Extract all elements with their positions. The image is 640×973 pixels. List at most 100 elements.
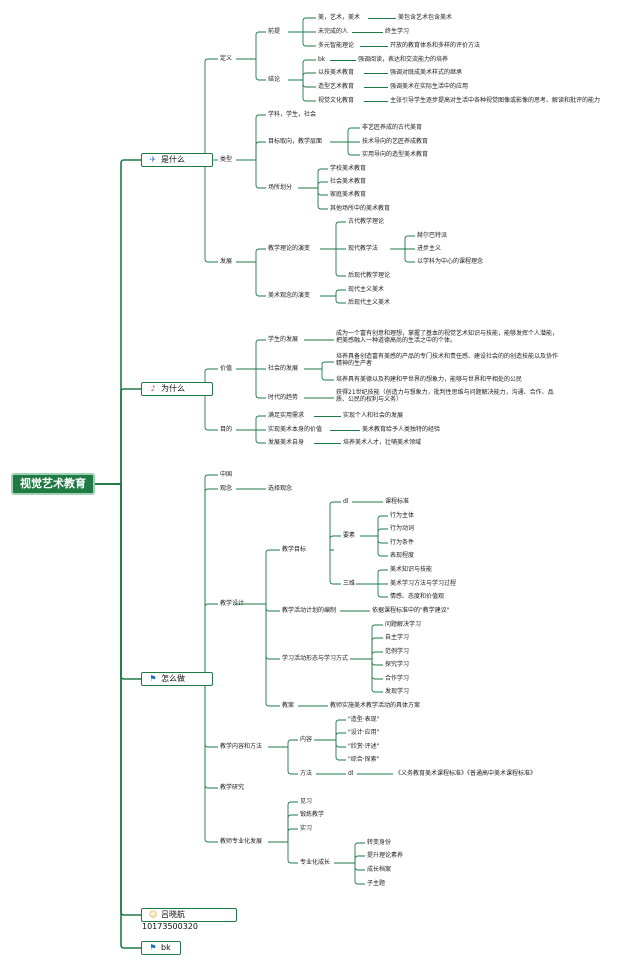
node-type[interactable]: 类型 xyxy=(220,156,233,163)
node-content-item[interactable]: "综合·探索" xyxy=(348,756,380,763)
node-modern-item[interactable]: 赫尔巴特派 xyxy=(417,232,448,239)
node-premise-item[interactable]: 多元智能理论 xyxy=(318,42,355,49)
node-develop[interactable]: 发展 xyxy=(220,258,233,265)
branch-author[interactable]: ☺吕晓航 10173500320 xyxy=(141,908,237,931)
node-curriculum[interactable]: 课程标准 xyxy=(385,498,410,505)
node-content-item[interactable]: "设计·应用" xyxy=(348,729,380,736)
node-element-item[interactable]: 行为主体 xyxy=(390,512,415,519)
node-form-item[interactable]: 自主学习 xyxy=(385,634,410,641)
node-premise-item[interactable]: 未完成的人 xyxy=(318,28,349,35)
node-value[interactable]: 价值 xyxy=(220,365,233,372)
node-conclusion-value[interactable]: 主张引导学生逐步提高对生活中各种视觉图像或影像的思考、解读和批评的能力 xyxy=(390,97,601,104)
node-type-place[interactable]: 场所划分 xyxy=(268,184,293,191)
node-method-text[interactable]: 《义务教育美术课程标准》《普通高中美术课程标准》 xyxy=(395,770,537,777)
node-form-item[interactable]: 探究学习 xyxy=(385,661,410,668)
node-conclusion-value[interactable]: 强调美术在实际生活中的应用 xyxy=(390,83,469,90)
node-growth-item[interactable]: 转变身份 xyxy=(367,839,392,846)
node-society[interactable]: 社会的发展 xyxy=(268,365,299,372)
node-student-text[interactable]: 成为一个富有创意和理想，掌握了基本的视觉艺术知识与技能，能够发挥个人潜能，把美感… xyxy=(336,330,559,344)
node-three-item[interactable]: 美术知识与技能 xyxy=(390,566,433,573)
node-conclusion-item[interactable]: 视觉文化教育 xyxy=(318,97,355,104)
node-place-item[interactable]: 学校美术教育 xyxy=(330,165,367,172)
node-three-item[interactable]: 美术学习方法与学习过程 xyxy=(390,580,457,587)
node-purpose[interactable]: 目的 xyxy=(220,426,233,433)
node-type-goal[interactable]: 目标取向，教学层面 xyxy=(268,138,323,145)
node-society-text[interactable]: 培养具有美德以及构建和平世界的想象力，能够与世界和平相处的公民 xyxy=(336,376,523,383)
node-premise-item[interactable]: 美，艺术，美术 xyxy=(318,14,361,21)
node-element-item[interactable]: 表现程度 xyxy=(390,552,415,559)
node-trend-text[interactable]: 获得21世纪技能（创造力与想象力，批判性思维与问题解决能力，沟通、合作、品质、公… xyxy=(336,389,554,403)
node-purpose-value[interactable]: 培养美术人才，壮哺美术领域 xyxy=(343,439,422,446)
node-society-text[interactable]: 培养具备创造富有美感的产品的专门技术和责任感、建设社会的的创造技能以及协作精神的… xyxy=(336,353,559,367)
node-conclusion-item[interactable]: 造型艺术教育 xyxy=(318,83,355,90)
node-elements[interactable]: 要素 xyxy=(343,532,356,539)
node-concept-evo[interactable]: 美术观念的演变 xyxy=(268,292,311,299)
branch-why[interactable]: ♪为什么 xyxy=(141,382,213,396)
node-purpose-item[interactable]: 满足实用需求 xyxy=(268,412,305,419)
node-ancient[interactable]: 古代教学理论 xyxy=(348,218,385,225)
node-goal-item[interactable]: 非艺匠养成的古代美育 xyxy=(362,124,423,131)
node-premise-value[interactable]: 终生学习 xyxy=(385,28,410,35)
node-place-item[interactable]: 社会美术教育 xyxy=(330,178,367,185)
node-student[interactable]: 学生的发展 xyxy=(268,336,299,343)
node-lesson-text[interactable]: 教师实施美术教学活动的具体方案 xyxy=(330,702,421,709)
node-method[interactable]: 方法 xyxy=(300,770,313,777)
node-element-item[interactable]: 行为条件 xyxy=(390,539,415,546)
branch-bk[interactable]: ⚑bk xyxy=(141,941,181,955)
node-premise[interactable]: 前提 xyxy=(268,28,281,35)
node-three-item[interactable]: 情感、态度和价值观 xyxy=(390,593,445,600)
node-plan[interactable]: 教学活动计划的编制 xyxy=(282,607,337,614)
node-method-dl[interactable]: dl xyxy=(348,770,354,777)
node-content-item[interactable]: "欣赏·评述" xyxy=(348,743,380,750)
node-goal-item[interactable]: 实用导向的造型美术教育 xyxy=(362,151,429,158)
node-place-item[interactable]: 其他场所中的美术教育 xyxy=(330,205,391,212)
node-pro-growth[interactable]: 专业化成长 xyxy=(300,859,331,866)
node-form-item[interactable]: 合作学习 xyxy=(385,675,410,682)
root-node[interactable]: 视觉艺术教育 xyxy=(11,473,95,495)
node-forms[interactable]: 学习活动形态与学习方式 xyxy=(282,655,349,662)
node-form-item[interactable]: 范例学习 xyxy=(385,648,410,655)
node-type-subject[interactable]: 学科，学生，社会 xyxy=(268,111,317,118)
node-china[interactable]: 中国 xyxy=(220,471,233,478)
node-content-method[interactable]: 教学内容和方法 xyxy=(220,743,263,750)
node-conclusion-item[interactable]: 以技美术教育 xyxy=(318,69,355,76)
node-conclusion[interactable]: 结论 xyxy=(268,76,281,83)
node-research[interactable]: 教学研究 xyxy=(220,784,245,791)
node-place-item[interactable]: 家庭美术教育 xyxy=(330,191,367,198)
node-purpose-value[interactable]: 美术教育给予人类独特的经验 xyxy=(362,426,441,433)
node-concept[interactable]: 观念 xyxy=(220,485,233,492)
node-three-dim[interactable]: 三维 xyxy=(343,580,356,587)
node-definition[interactable]: 定义 xyxy=(220,55,233,62)
node-lesson[interactable]: 教案 xyxy=(282,702,295,709)
node-dev-item[interactable]: 见习 xyxy=(300,798,313,805)
node-concept-item[interactable]: 现代主义美术 xyxy=(348,286,385,293)
node-theory-evo[interactable]: 教学理论的演变 xyxy=(268,245,311,252)
node-conclusion-value[interactable]: 强调对既成美术样式的继承 xyxy=(390,69,463,76)
node-modern[interactable]: 现代教学法 xyxy=(348,245,379,252)
node-dev-item[interactable]: 锻炼教学 xyxy=(300,811,325,818)
node-conclusion-value[interactable]: 强调阅读，表达和交流能力的培养 xyxy=(358,56,449,63)
node-premise-value[interactable]: 美包含艺术包含美术 xyxy=(398,14,453,21)
node-growth-item[interactable]: 提升理论素养 xyxy=(367,852,404,859)
node-dev-item[interactable]: 实习 xyxy=(300,825,313,832)
node-teacher-dev[interactable]: 教师专业化发展 xyxy=(220,838,263,845)
node-form-item[interactable]: 发现学习 xyxy=(385,688,410,695)
node-postmodern[interactable]: 后现代教学理论 xyxy=(348,272,391,279)
node-modern-item[interactable]: 进步主义 xyxy=(417,245,442,252)
node-goal-item[interactable]: 技术导向的艺匠养成教育 xyxy=(362,138,429,145)
node-design[interactable]: 教学设计 xyxy=(220,600,245,607)
node-content-item[interactable]: "造型·表现" xyxy=(348,716,380,723)
node-growth-item[interactable]: 子主题 xyxy=(367,880,386,887)
node-trend[interactable]: 时代的趋势 xyxy=(268,394,299,401)
node-purpose-item[interactable]: 发展美术自身 xyxy=(268,439,305,446)
node-form-item[interactable]: 问题解决学习 xyxy=(385,621,422,628)
branch-what[interactable]: ✈是什么 xyxy=(141,153,213,167)
node-dl[interactable]: dl xyxy=(343,498,349,505)
node-element-item[interactable]: 行为动词 xyxy=(390,525,415,532)
node-premise-value[interactable]: 开放的教育体系和多样的评价方法 xyxy=(390,42,481,49)
node-goal[interactable]: 教学目标 xyxy=(282,546,307,553)
node-purpose-item[interactable]: 实现美术本身的价值 xyxy=(268,426,323,433)
node-purpose-value[interactable]: 实现个人和社会的发展 xyxy=(343,412,404,419)
node-modern-item[interactable]: 以学科为中心的课程理念 xyxy=(417,258,484,265)
node-content[interactable]: 内容 xyxy=(300,736,313,743)
